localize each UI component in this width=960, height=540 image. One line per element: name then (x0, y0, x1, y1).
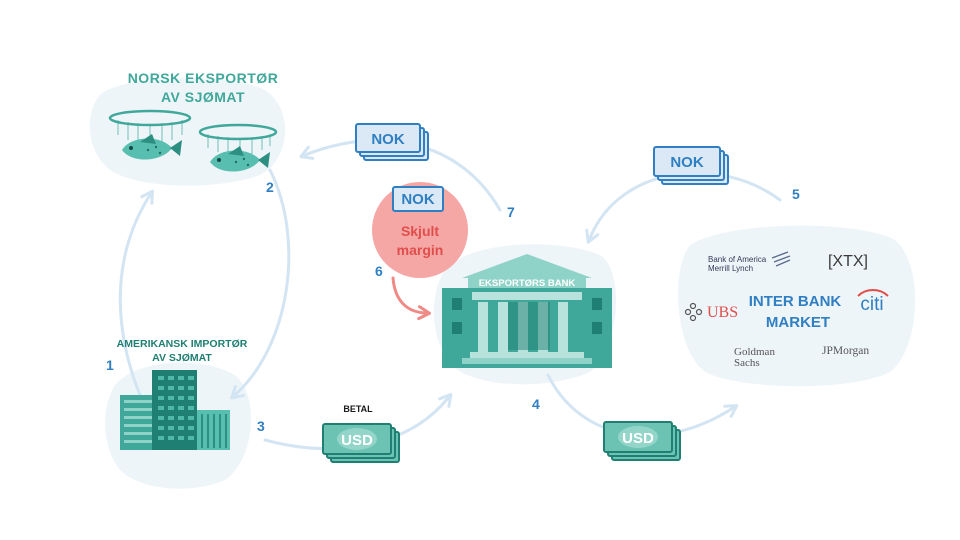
step-number-4: 4 (532, 396, 540, 412)
svg-text:NOK: NOK (670, 154, 704, 171)
citi-logo: citi (857, 289, 889, 315)
bank-building-icon (442, 254, 612, 368)
office-buildings-icon (120, 370, 230, 450)
step-number-6: 6 (375, 263, 383, 279)
jpmorgan-logo: JPMorgan (822, 345, 869, 357)
market-title-line2: MARKET (766, 314, 830, 331)
xtx-logo: [XTX] (828, 253, 868, 270)
svg-text:NOK: NOK (371, 131, 405, 148)
svg-text:Bank of America: Bank of America (708, 255, 767, 264)
arrow-step-1 (118, 189, 154, 397)
margin-label-line2: margin (397, 242, 444, 258)
svg-text:Merrill Lynch: Merrill Lynch (708, 264, 753, 273)
exporter-title-line2: AV SJØMAT (161, 89, 245, 105)
importer-title-line2: AV SJØMAT (152, 352, 212, 364)
bank-label: EKSPORTØRS BANK (479, 278, 576, 289)
step-number-1: 1 (106, 357, 114, 373)
svg-text:Sachs: Sachs (734, 357, 760, 369)
usd-bill-right: USD (603, 421, 681, 461)
pay-label: BETAL (343, 404, 373, 414)
market-title-line1: INTER BANK (749, 293, 842, 310)
step-number-7: 7 (507, 204, 515, 220)
step-number-2: 2 (266, 179, 274, 195)
ubs-logo: UBS (684, 302, 738, 322)
fish-pen-right-icon (198, 123, 278, 172)
bofa-logo: Bank of America Merrill Lynch (708, 251, 791, 273)
step-number-5: 5 (792, 186, 800, 202)
exporter-title-line1: NORSK EKSPORTØR (128, 70, 279, 86)
fish-pen-left-icon (108, 109, 192, 160)
svg-text:Goldman: Goldman (734, 346, 775, 358)
market-blob (678, 225, 916, 387)
arrow-step-2 (230, 168, 291, 400)
arrow-step-6 (391, 276, 431, 321)
svg-text:NOK: NOK (401, 191, 435, 208)
svg-text:citi: citi (860, 294, 883, 315)
goldman-sachs-logo: Goldman Sachs (734, 346, 775, 369)
step-number-3: 3 (257, 418, 265, 434)
margin-nok-bill: NOK (392, 186, 444, 212)
nok-bill-top: NOK (355, 123, 429, 161)
usd-bill-bottom: USD (322, 423, 400, 463)
nok-bill-right: NOK (653, 146, 729, 185)
svg-text:UBS: UBS (707, 304, 738, 321)
margin-label-line1: Skjult (401, 223, 439, 239)
svg-text:USD: USD (341, 432, 373, 449)
svg-text:USD: USD (622, 430, 654, 447)
importer-title-line1: AMERIKANSK IMPORTØR (117, 338, 248, 350)
